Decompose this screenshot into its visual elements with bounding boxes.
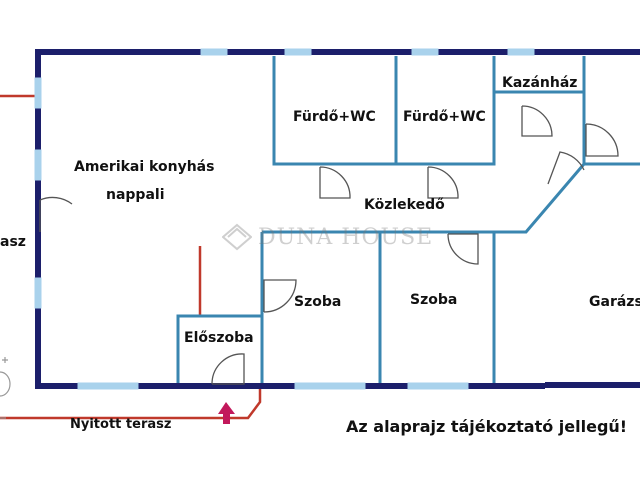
room-label-living-2: nappali [106,187,165,203]
disclaimer-note: Az alaprajz tájékoztató jellegű! [346,417,628,436]
room-label-boiler: Kazánház [502,75,578,91]
entrance-arrow-icon [218,402,235,424]
room-label-garage: Garázs [589,294,640,310]
room-label-room2: Szoba [410,292,458,308]
room-label-corridor: Közlekedő [364,197,445,213]
door-left-terrace [39,196,73,232]
room-label-open-terrace: Nyitott terasz [70,417,172,432]
room-label-bath1: Fürdő+WC [293,109,376,125]
room-label-bath2: Fürdő+WC [403,109,486,125]
door-entrance [211,353,245,385]
room-label-hall: Előszoba [184,330,254,346]
room-label-living-1: Amerikai konyhás [74,159,215,175]
exterior-walls [35,49,640,389]
interior-walls [176,56,640,386]
door-corridor-diag [547,151,585,185]
terrace-outline [0,94,262,420]
door-room2 [447,233,479,265]
door-swings [39,105,619,385]
room-label-room1: Szoba [294,294,342,310]
duna-house-logo-icon [222,223,252,251]
windows [34,48,535,390]
door-boiler [521,105,553,137]
door-bath2 [427,166,459,199]
door-bath1 [319,166,351,199]
door-room1 [263,279,297,313]
watermark-text: DUNA HOUSE [258,224,434,250]
door-garage-top [585,123,619,157]
room-label-terrace-left: asz [0,234,26,250]
edge-marks [0,357,11,419]
watermark: DUNA HOUSE [222,222,433,252]
